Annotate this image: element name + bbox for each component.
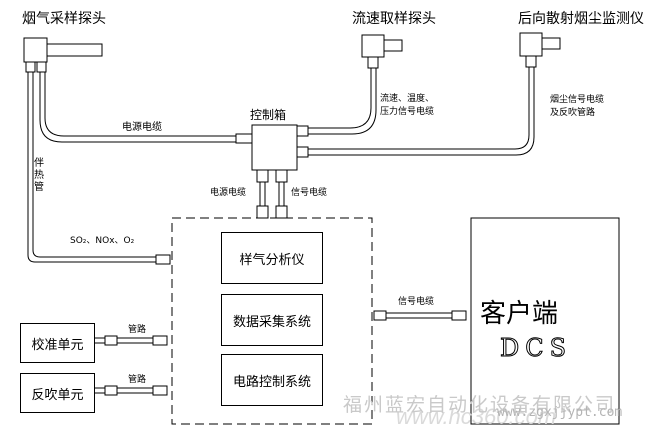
power-cable-lower-label: 电源电缆: [210, 188, 247, 198]
dust-signal-label-2: 及反吹管路: [550, 108, 596, 118]
dust-monitor-label: 后向散射烟尘监测仪: [518, 11, 644, 27]
daq-box: 数据采集系统: [221, 294, 323, 346]
blowback-pipe-line: [94, 385, 168, 396]
dust-monitor-icon: [519, 32, 561, 68]
signal-cable-dcs-label: 信号电缆: [398, 297, 435, 307]
dust-signal-label-1: 烟尘信号电缆: [550, 95, 605, 105]
analyzer-box: 样气分析仪: [221, 232, 323, 284]
circuit-box: 电路控制系统: [221, 354, 323, 406]
calib-pipe-label: 管路: [128, 325, 147, 335]
heat-pipe-line: [27, 72, 171, 265]
power-cable-top-label: 电源电缆: [122, 122, 162, 133]
watermark-company: 福州蓝宏自动化设备有限公司: [343, 394, 617, 416]
flue-gas-probe-label: 烟气采样探头: [22, 11, 106, 27]
control-box-label: 控制箱: [250, 108, 287, 122]
client-dcs-box: [470, 217, 620, 425]
gases-label: SO₂、NOx、O₂: [70, 236, 135, 246]
client-title: 客户端: [480, 299, 559, 329]
heat-pipe-label: 伴热管: [34, 158, 44, 193]
dcs-signal-line: [373, 310, 467, 321]
flow-signal-line: [291, 68, 377, 137]
blowback-label: 反吹单元: [31, 387, 84, 403]
flow-signal-label-1: 流速、温度、: [380, 94, 435, 104]
watermark-site: www.hc360.com: [396, 404, 557, 429]
client-subtitle: DCS: [499, 334, 573, 363]
flow-signal-label-2: 压力信号电缆: [380, 107, 435, 117]
daq-label: 数据采集系统: [232, 314, 311, 330]
calibration-box: 校准单元: [20, 323, 95, 363]
circuit-label: 电路控制系统: [232, 374, 311, 390]
watermark-url: www.zgxjjypt.com: [497, 405, 623, 420]
lower-cables: [256, 169, 288, 219]
control-box-shape: [251, 124, 298, 171]
analysis-enclosure: [171, 217, 373, 425]
flow-probe-label: 流速取样探头: [352, 11, 436, 27]
analyzer-label: 样气分析仪: [239, 252, 305, 268]
blowback-pipe-label: 管路: [128, 375, 147, 385]
signal-cable-lower-label: 信号电缆: [291, 188, 328, 198]
flow-probe-icon: [361, 34, 403, 69]
blowback-box: 反吹单元: [20, 373, 95, 413]
calib-pipe-line: [94, 335, 168, 346]
dust-signal-line: [291, 67, 535, 158]
flue-gas-probe-icon: [23, 37, 103, 73]
calibration-label: 校准单元: [31, 337, 84, 353]
